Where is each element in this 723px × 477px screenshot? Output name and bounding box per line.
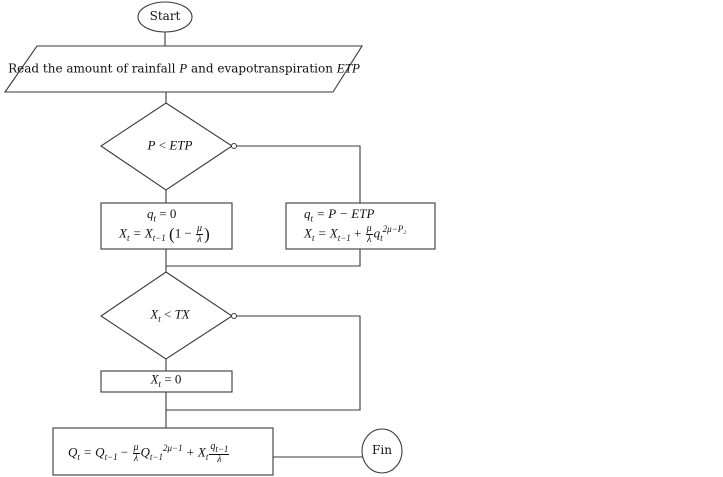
frac-num: μ: [196, 222, 204, 235]
decision2-sub: t: [158, 314, 161, 325]
frac2-num: q: [210, 441, 216, 452]
decision2-rhs: TX: [174, 306, 190, 322]
end-text: Fin: [372, 443, 392, 458]
edge-decision2-no: [166, 315, 361, 411]
x-sub: t: [311, 233, 315, 244]
paren-open: (: [169, 224, 175, 244]
edge-boxright-merge: [166, 249, 361, 267]
box-reset-node: [100, 370, 233, 393]
q-prev-sub: t−1: [149, 452, 163, 463]
frac-num: μ: [365, 222, 373, 235]
input-var-etp: ETP: [336, 60, 360, 76]
frac1-den: λ: [133, 453, 139, 464]
frac1-num: μ: [132, 442, 140, 454]
input-text-prefix: Read the amount of rainfall: [8, 61, 180, 76]
box-right-node: [285, 202, 436, 250]
q-sub: t: [310, 213, 314, 224]
x-var: X: [304, 225, 312, 241]
frac2-den: λ: [217, 454, 222, 465]
box-output-node: [52, 427, 274, 476]
start-node: [137, 1, 193, 33]
q-var: q: [304, 206, 311, 221]
decision2-node: [100, 271, 233, 360]
x-var: X: [119, 225, 127, 241]
box-reset-label: Xt = 0: [150, 371, 182, 390]
x-eq: = X: [314, 225, 338, 241]
x-sub: t: [205, 452, 209, 463]
decision2-no-port: [231, 313, 237, 319]
decision1-op: <: [155, 137, 170, 153]
decision1-label: P < ETP: [147, 137, 193, 154]
frac-den: λ: [366, 233, 372, 245]
q-var: q: [147, 206, 154, 221]
edge-decision1-boxright: [235, 145, 361, 203]
minus: −: [117, 444, 132, 460]
x-eq: = X: [129, 225, 153, 241]
q-eq: = Q: [79, 444, 105, 460]
q-sup: 2μ−P₂: [382, 224, 407, 235]
plus-x: + X: [182, 444, 206, 460]
decision1-rhs: ETP: [169, 137, 193, 153]
end-node: [361, 428, 403, 474]
start-label: Start: [149, 9, 181, 24]
box-left-line1: qt = 0: [147, 206, 210, 224]
x-var: X: [150, 371, 159, 387]
input-label: Read the amount of rainfall P and evapot…: [8, 60, 360, 77]
paren-close: ): [204, 224, 210, 244]
q-sub: t: [380, 233, 383, 244]
decision1-no-port: [231, 143, 237, 149]
input-var-p: P: [179, 60, 188, 76]
x-sub: t: [158, 379, 162, 390]
x-eq-sub: t−1: [337, 233, 351, 244]
decision2-op: <: [160, 306, 175, 322]
q-var: q: [373, 225, 381, 241]
start-text: Start: [149, 9, 181, 24]
end-label: Fin: [372, 443, 392, 458]
x-sub: t: [126, 233, 130, 244]
one-minus: 1 −: [174, 225, 196, 241]
frac2-num-sub: t−1: [215, 444, 229, 454]
x-rhs: = 0: [161, 371, 182, 387]
q-eq-sub: t−1: [104, 452, 118, 463]
frac-den: λ: [197, 233, 202, 245]
decision2-label: Xt < TX: [150, 306, 190, 325]
decision1-var: P: [147, 137, 156, 153]
input-text-mid: and evapotranspiration: [187, 61, 337, 76]
plus: +: [350, 225, 365, 241]
q-out-sub: t: [77, 452, 80, 463]
box-right-line1: qt = P − ETP: [304, 206, 406, 224]
decision2-var: X: [150, 306, 159, 322]
q-prev: Q: [140, 444, 150, 460]
box-left-node: [100, 202, 233, 250]
q-rhs: = 0: [156, 206, 177, 221]
q-prev-sup: 2μ−1: [163, 443, 183, 454]
q-out-var: Q: [68, 444, 78, 460]
decision1-node: [100, 102, 233, 191]
input-node: [3, 45, 363, 93]
q-rhs: = P − ETP: [313, 206, 375, 221]
x-eq-sub: t−1: [152, 233, 166, 244]
q-sub: t: [153, 213, 157, 224]
